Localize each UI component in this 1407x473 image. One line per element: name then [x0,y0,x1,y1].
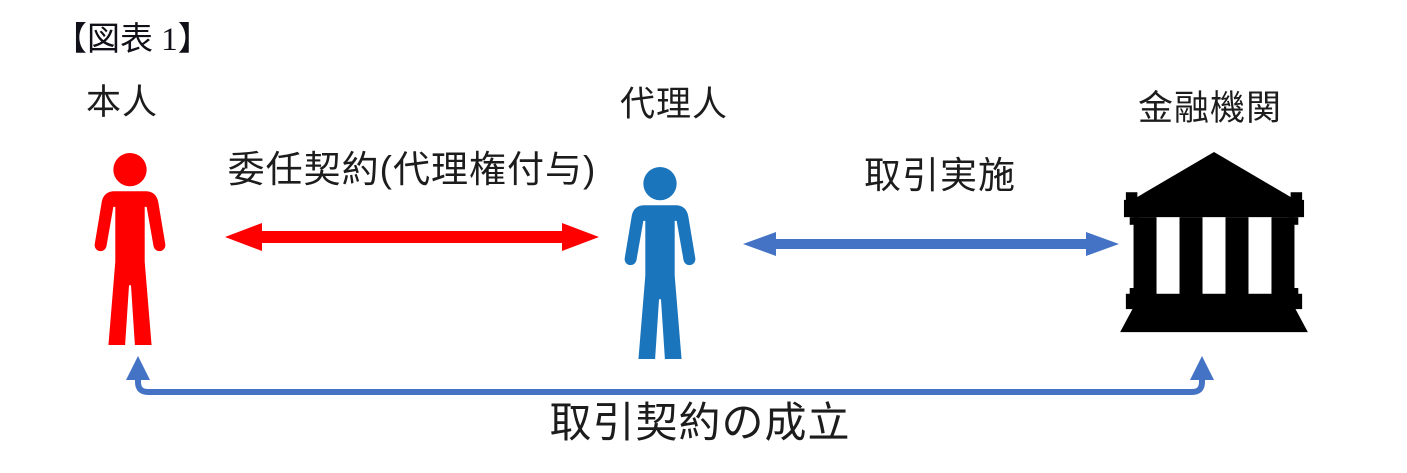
delegation-arrow [225,223,599,251]
bank-label: 金融機関 [1138,89,1283,128]
transaction-edge-label: 取引実施 [864,155,1016,196]
person-icon [94,152,166,346]
contract-arrow [126,356,1214,395]
principal-label: 本人 [86,83,159,122]
figure-title: 【図表 1】 [54,22,211,58]
agent-label: 代理人 [620,85,729,124]
person-icon [624,166,696,360]
contract-edge-label: 取引契約の成立 [549,399,851,446]
bank-icon [1120,152,1308,333]
transaction-arrow [743,232,1119,256]
delegation-edge-label: 委任契約(代理権付与) [227,149,597,190]
